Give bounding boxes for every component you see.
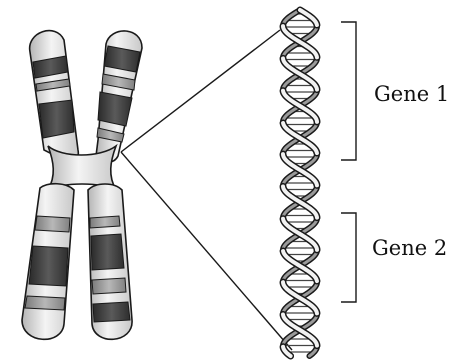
- zoom-lines: [121, 30, 292, 350]
- dna-double-helix-icon: [283, 10, 317, 356]
- chromosome: [22, 31, 142, 340]
- gene-1-label: Gene 1: [374, 84, 449, 105]
- gene-bracket-2: [341, 213, 356, 302]
- gene-bracket-1: [341, 22, 356, 160]
- gene-2-label: Gene 2: [372, 238, 447, 259]
- chromosome-arm-upper-left: [30, 31, 79, 162]
- zoom-line-upper: [121, 30, 280, 152]
- zoom-line-lower: [121, 152, 292, 350]
